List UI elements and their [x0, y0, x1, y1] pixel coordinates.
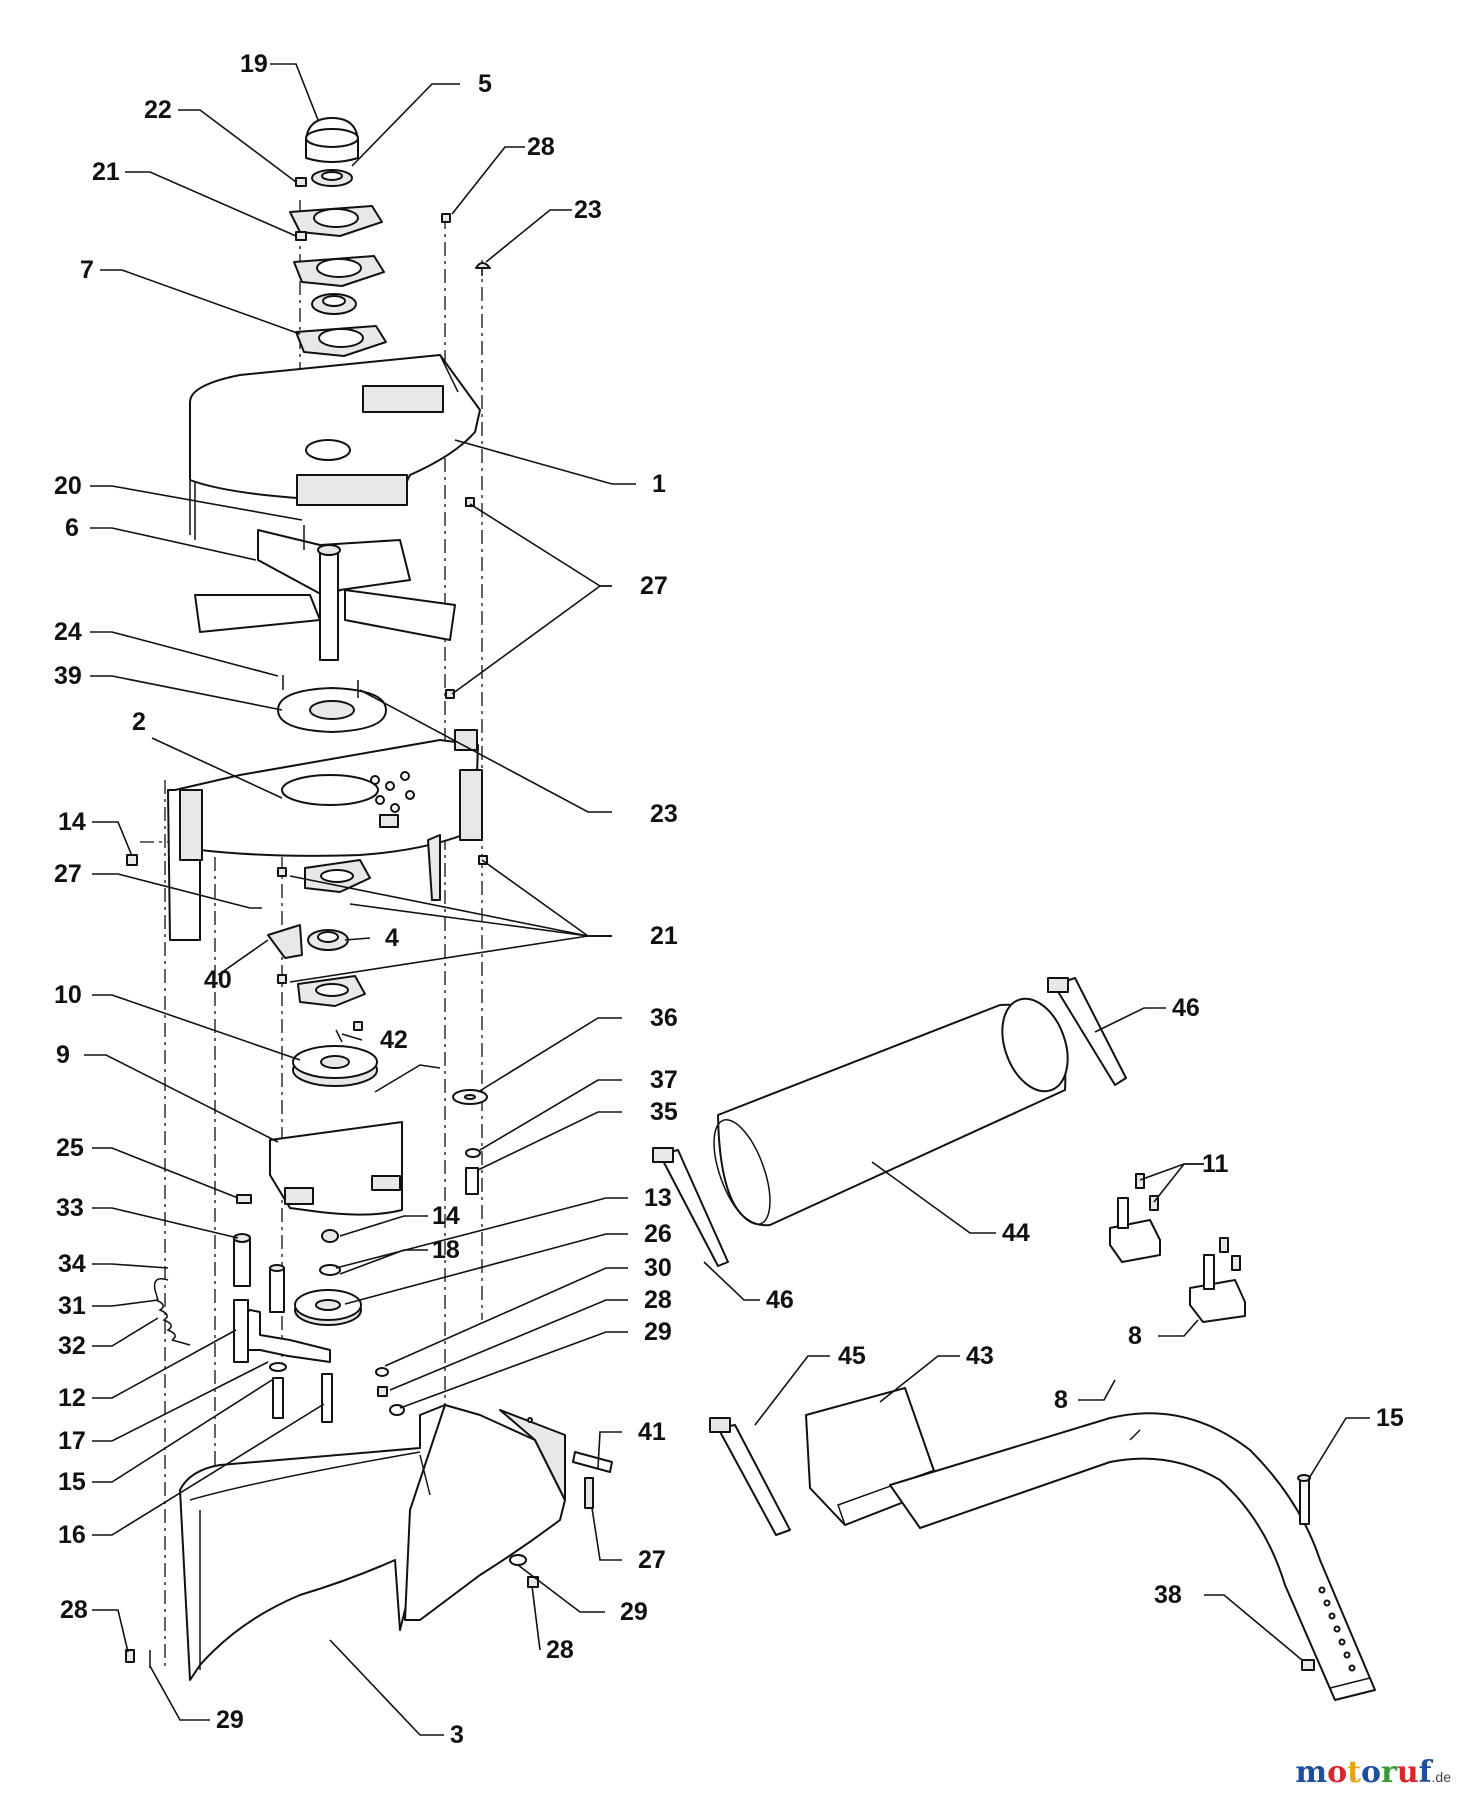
callout: 28	[527, 133, 555, 161]
flange-plate-part	[289, 205, 387, 357]
callout: 31	[58, 1292, 86, 1320]
leader-lines	[84, 63, 1370, 1736]
callout: 20	[54, 472, 82, 500]
watermark-logo: motoruf.de	[1295, 1755, 1451, 1790]
callout: 18	[432, 1236, 460, 1264]
callout: 46	[766, 1286, 794, 1314]
callout: 9	[56, 1041, 70, 1069]
belt-guard-part	[236, 1121, 403, 1216]
watermark-letter: f	[1418, 1755, 1432, 1790]
spring-part	[153, 1278, 191, 1346]
handle-hardware-part	[1297, 1474, 1315, 1671]
lower-flange-part	[297, 859, 371, 1007]
callout: 13	[644, 1184, 672, 1212]
callout: 35	[650, 1098, 678, 1126]
hub-plate-part	[277, 675, 387, 733]
callout: 37	[650, 1066, 678, 1094]
callout: 15	[1376, 1404, 1404, 1432]
top-cover-part	[189, 354, 481, 540]
seal-ring-part	[311, 169, 353, 187]
callout: 14	[432, 1202, 460, 1230]
callout: 25	[56, 1134, 84, 1162]
callout: 29	[620, 1598, 648, 1626]
callout: 3	[450, 1721, 464, 1749]
callout: 28	[60, 1596, 88, 1624]
callout: 12	[58, 1384, 86, 1412]
watermark-letter: m	[1295, 1755, 1328, 1790]
washer-part	[452, 1089, 488, 1195]
support-bracket-part	[1109, 1173, 1246, 1323]
callout: 23	[650, 800, 678, 828]
callout: 8	[1128, 1322, 1142, 1350]
clamp-part	[652, 977, 1127, 1536]
bearing-part	[311, 293, 357, 315]
callout: 27	[54, 860, 82, 888]
callout: 33	[56, 1194, 84, 1222]
idler-assembly-part	[233, 1229, 405, 1423]
belt-guide-line	[374, 1064, 441, 1093]
callout: 34	[58, 1250, 86, 1278]
callout: 46	[1172, 994, 1200, 1022]
callout: 43	[966, 1342, 994, 1370]
callout: 8	[1054, 1386, 1068, 1414]
callout: 10	[54, 981, 82, 1009]
callout: 40	[204, 966, 232, 994]
callout: 30	[644, 1254, 672, 1282]
callout: 28	[644, 1286, 672, 1314]
callout: 27	[640, 572, 668, 600]
watermark-letter: r	[1381, 1755, 1397, 1790]
watermark-letter: o	[1360, 1755, 1381, 1790]
impeller-part	[194, 525, 456, 661]
watermark-letter: u	[1396, 1755, 1419, 1790]
callout: 21	[650, 922, 678, 950]
chute-tube-part	[713, 997, 1069, 1227]
callout: 29	[644, 1318, 672, 1346]
callout: 19	[240, 50, 268, 78]
lower-bearing-part	[307, 929, 349, 951]
housing-part	[167, 729, 483, 941]
watermark-letter: t	[1347, 1755, 1361, 1790]
callout: 44	[1002, 1219, 1030, 1247]
bearing-cap-part	[305, 117, 359, 163]
pulley-part	[292, 1045, 378, 1087]
watermark-letter: o	[1327, 1755, 1348, 1790]
callout: 32	[58, 1332, 86, 1360]
callout: 24	[54, 618, 82, 646]
callout: 42	[380, 1026, 408, 1054]
callout: 4	[385, 924, 399, 952]
handle-tube-part	[889, 1412, 1376, 1701]
callout: 2	[132, 708, 146, 736]
callout: 11	[1202, 1150, 1229, 1178]
callout: 5	[478, 70, 492, 98]
callout: 16	[58, 1521, 86, 1549]
callout: 23	[574, 196, 602, 224]
callout: 39	[54, 662, 82, 690]
callout: 14	[58, 808, 86, 836]
callout: 27	[638, 1546, 666, 1574]
callout: 38	[1154, 1581, 1182, 1609]
watermark-suffix: .de	[1431, 1769, 1451, 1785]
callout: 1	[652, 470, 666, 498]
callout: 22	[144, 96, 172, 124]
callout: 6	[65, 514, 79, 542]
callout-labels: 19 5 22 21 7 28 23 1 20 6 27 24 39 2 23 …	[54, 50, 1404, 1749]
callout: 41	[638, 1418, 666, 1446]
callout: 17	[58, 1427, 86, 1455]
callout: 7	[80, 256, 94, 284]
callout: 15	[58, 1468, 86, 1496]
callout: 26	[644, 1220, 672, 1248]
callout: 45	[838, 1342, 866, 1370]
callout: 21	[92, 158, 120, 186]
bracket-part	[267, 924, 303, 959]
callout: 28	[546, 1636, 574, 1664]
callout: 29	[216, 1706, 244, 1734]
callout: 36	[650, 1004, 678, 1032]
